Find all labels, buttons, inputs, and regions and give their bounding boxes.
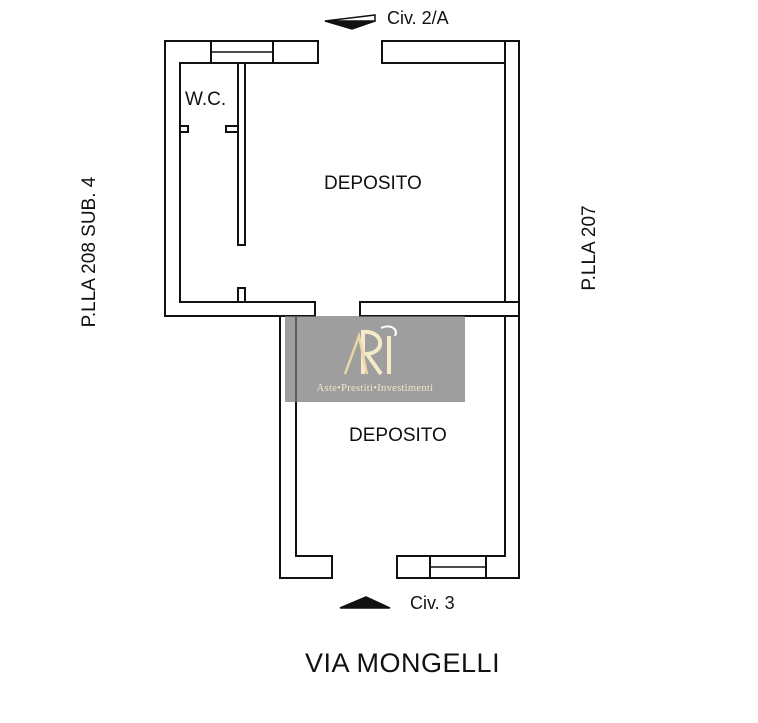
wall-wc-partition [237,62,246,246]
entrance-label-top: Civ. 2/A [387,8,449,28]
neighbor-label-right: P.LLA 207 [579,205,600,291]
watermark: Aste•Prestiti•Investimenti [285,316,465,402]
entrance-arrow-top-icon-light [324,14,376,22]
entrance-arrow-top-icon [324,20,376,30]
neighbor-label-left: P.LLA 208 SUB. 4 [79,176,100,328]
wall-wc-stub-left [179,125,189,133]
wall-lower-right [396,315,520,579]
entrance-label-bottom: Civ. 3 [410,593,455,613]
street-name: VIA MONGELLI [305,648,501,678]
wall-upper-right-top [381,40,520,64]
wall-wc-stub-right [225,125,239,133]
wall-upper-right-side [504,40,520,317]
room-label-wc: W.C. [185,89,227,110]
wall-stub-lower [237,287,246,303]
watermark-text: Aste•Prestiti•Investimenti [316,383,434,394]
room-label-deposito-lower: DEPOSITO [349,425,447,446]
room-label-deposito-upper: DEPOSITO [324,173,422,194]
entrance-arrow-bottom-icon [339,596,391,609]
wall-upper-left [164,40,319,317]
wall-upper-bottom-right [359,301,520,317]
api-monogram-logo [343,325,397,376]
